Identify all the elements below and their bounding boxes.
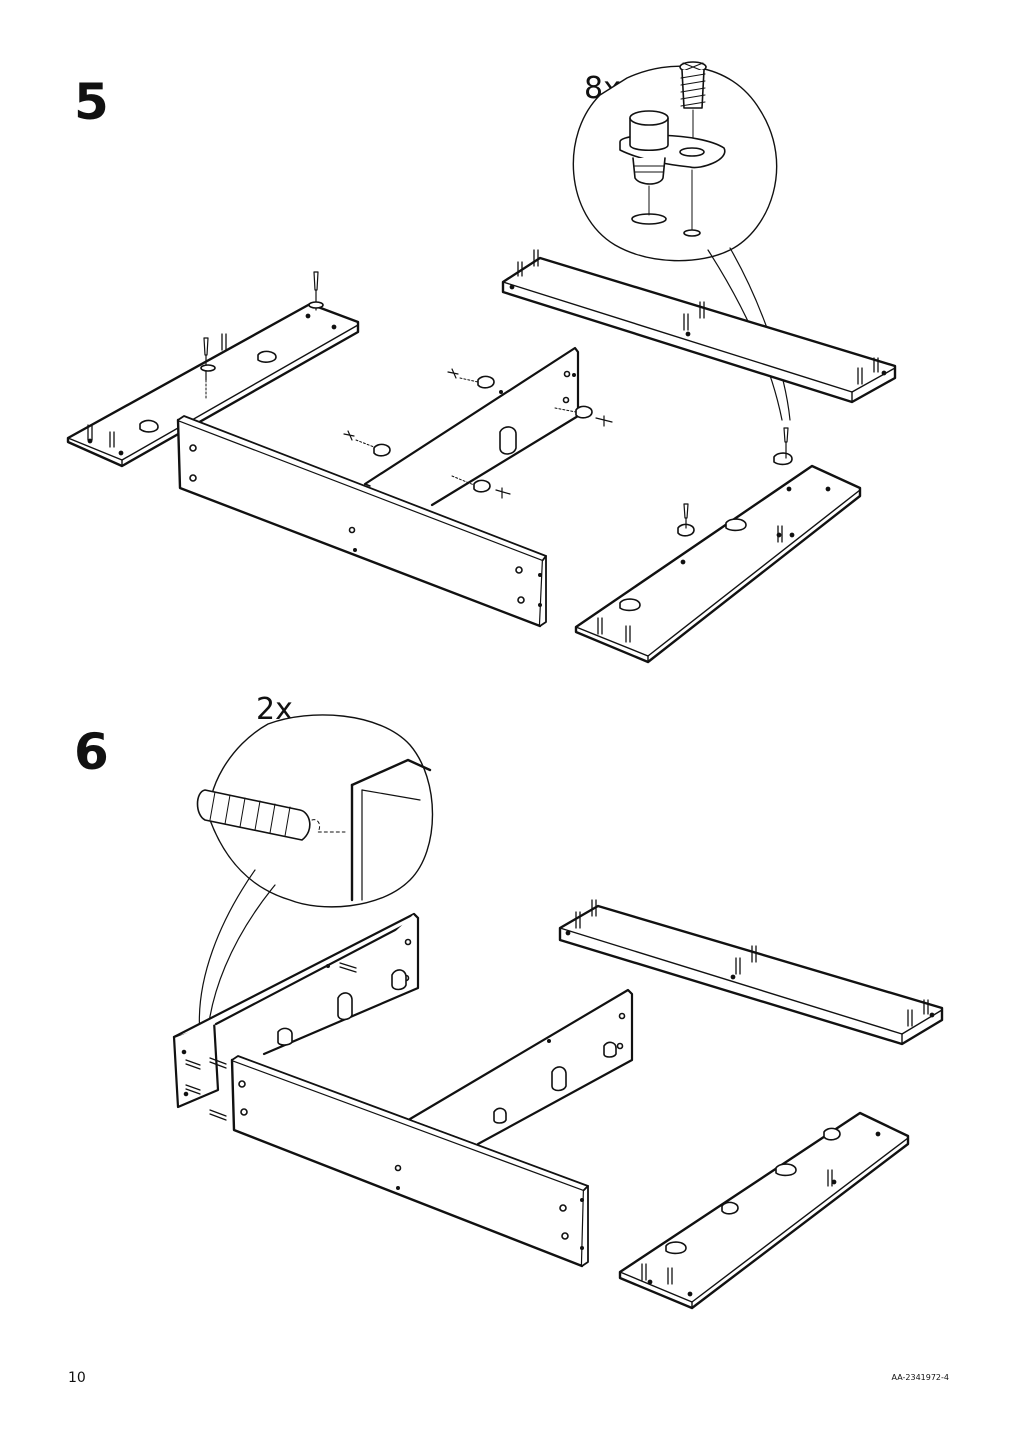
cam-bracket-icon bbox=[619, 110, 726, 237]
step-6-number: 6 bbox=[74, 723, 109, 781]
step-5-number: 5 bbox=[74, 73, 109, 131]
step-5-right-back-panel bbox=[501, 249, 897, 404]
step-5-right-front-panel bbox=[574, 427, 862, 664]
step-5-left-panel bbox=[66, 271, 360, 468]
dowel-icon bbox=[196, 789, 346, 841]
step-5-front-long-panel bbox=[176, 415, 547, 628]
step-6-back-long-panel bbox=[408, 988, 634, 1146]
step-6-detail-callout bbox=[196, 714, 434, 1041]
step-6-front-long-panel bbox=[230, 1055, 589, 1268]
step-5-detail-callout bbox=[572, 61, 791, 421]
step-5-back-long-panel bbox=[343, 346, 613, 507]
step-6-right-back-panel bbox=[558, 899, 944, 1046]
step-6-right-front-panel bbox=[618, 1111, 910, 1310]
step-6-left-end-panel bbox=[172, 912, 420, 1121]
document-id: AA-2341972-4 bbox=[891, 1373, 949, 1382]
page-number: 10 bbox=[68, 1370, 86, 1386]
screw-icon bbox=[679, 61, 707, 141]
